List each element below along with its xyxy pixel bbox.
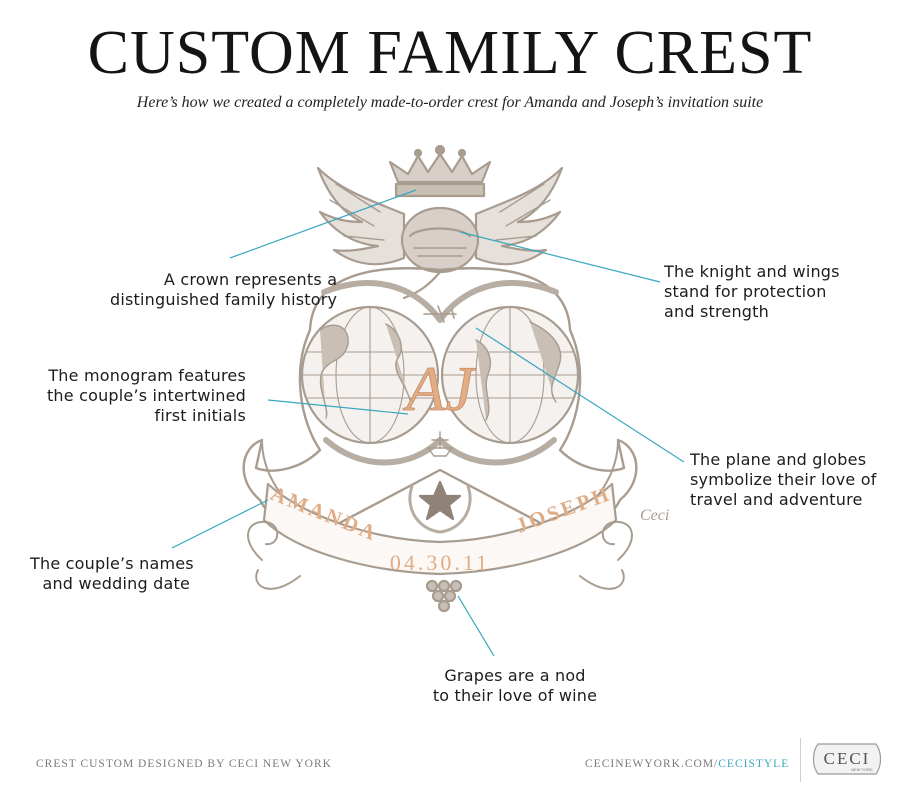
left-flourish-icon — [247, 520, 301, 590]
annotation-names: The couple’s names and wedding date — [30, 554, 194, 593]
annotation-monogram: The monogram features the couple’s inter… — [46, 366, 246, 425]
footer-url-prefix: CECINEWYORK.COM/ — [585, 758, 719, 770]
name-ribbon-icon — [261, 439, 619, 576]
footer-credit: CREST CUSTOM DESIGNED BY CECI NEW YORK — [36, 758, 332, 770]
grapes-icon — [425, 579, 463, 613]
crown-icon — [388, 144, 492, 198]
artist-signature: Ceci — [640, 507, 669, 524]
page-subtitle: Here’s how we created a completely made-… — [136, 94, 764, 111]
right-globe-icon — [440, 305, 580, 445]
ribbon-date: 04.30.11 — [390, 550, 490, 575]
wings-icon — [316, 166, 564, 266]
left-globe-icon — [300, 305, 440, 445]
page-title: CUSTOM FAMILY CREST — [87, 19, 813, 87]
annotation-plane: The plane and globes symbolize their lov… — [690, 450, 877, 509]
right-flourish-icon — [579, 520, 633, 590]
ceci-logo: CECI NEW YORK — [812, 743, 882, 775]
annotation-grapes: Grapes are a nod to their love of wine — [432, 666, 598, 705]
annotation-knight: The knight and wings stand for protectio… — [664, 262, 840, 321]
footer-url-suffix: CECISTYLE — [718, 758, 790, 770]
ship-icon — [427, 431, 453, 457]
star-wreath-icon — [408, 480, 472, 534]
monogram-text: AJ — [402, 353, 476, 424]
svg-text:CECI: CECI — [824, 749, 871, 768]
svg-text:NEW YORK: NEW YORK — [851, 767, 873, 772]
footer-url[interactable]: CECINEWYORK.COM/CECISTYLE — [585, 758, 789, 770]
plane-icon — [423, 305, 457, 323]
annotation-crown: A crown represents a distinguished famil… — [110, 270, 338, 309]
footer-divider — [800, 738, 801, 782]
